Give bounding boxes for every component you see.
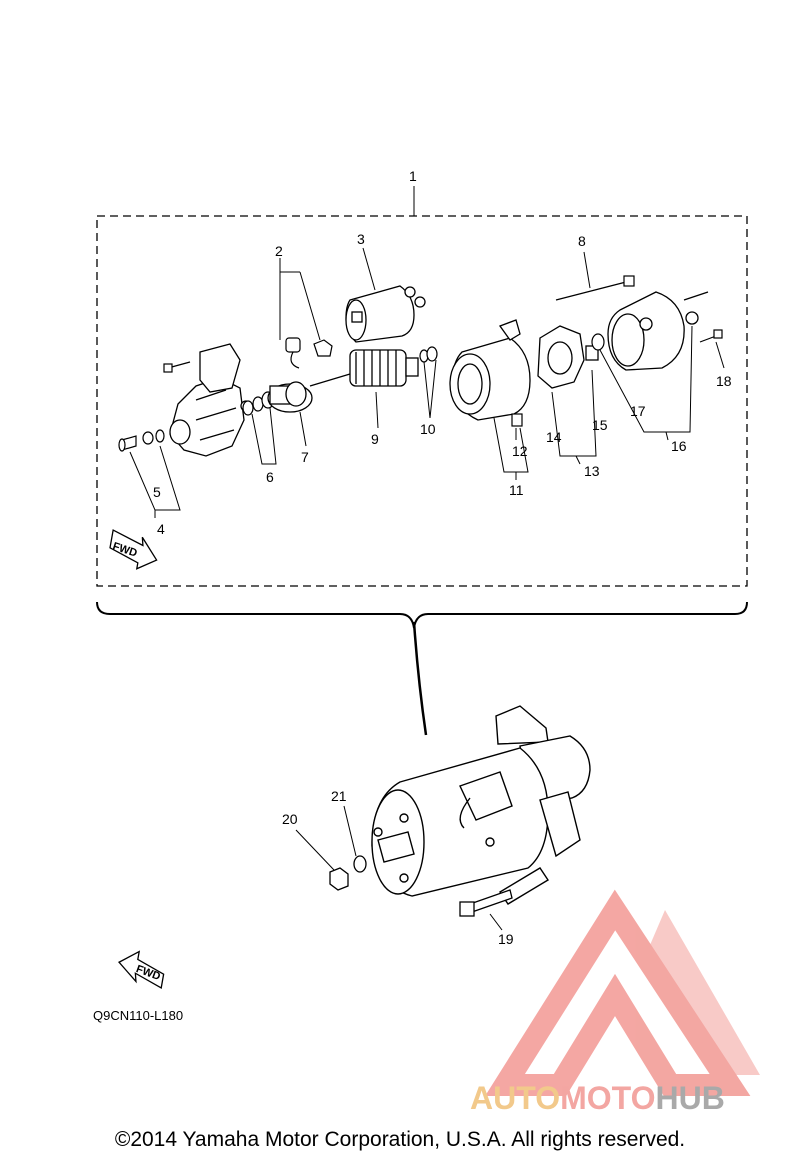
part-front-housing xyxy=(169,343,252,457)
part-9-armature xyxy=(309,349,419,387)
assembly-bracket xyxy=(96,601,748,629)
part-21-washer xyxy=(353,855,367,873)
part-2-brush-set xyxy=(285,337,333,369)
callout-7: 7 xyxy=(301,449,309,465)
callout-18: 18 xyxy=(716,373,732,389)
callout-5: 5 xyxy=(153,484,161,500)
callout-20: 20 xyxy=(282,811,298,827)
part-13-brush-holder xyxy=(537,325,599,389)
part-18-screw xyxy=(699,329,723,343)
callout-11: 11 xyxy=(509,482,524,498)
part-19-bolt xyxy=(459,889,513,917)
callout-15: 15 xyxy=(592,417,608,433)
part-bolt-small xyxy=(163,361,191,373)
part-7-pinion-gear xyxy=(267,381,313,413)
callout-2: 2 xyxy=(275,243,283,259)
callout-12: 12 xyxy=(512,443,528,459)
callout-8: 8 xyxy=(578,233,586,249)
callout-1: 1 xyxy=(409,168,417,184)
callout-10: 10 xyxy=(420,421,436,437)
callout-14: 14 xyxy=(546,429,562,445)
watermark-logo xyxy=(485,889,760,1096)
callout-3: 3 xyxy=(357,231,365,247)
callout-17: 17 xyxy=(630,403,646,419)
watermark-brand: AUTOMOTOHUB xyxy=(470,1080,725,1117)
callout-9: 9 xyxy=(371,431,379,447)
callout-6: 6 xyxy=(266,469,274,485)
part-10-washers xyxy=(419,346,438,363)
part-12-brush xyxy=(511,413,523,427)
fwd-arrow-bottom: FWD xyxy=(117,950,165,989)
fwd-arrow-top: FWD xyxy=(109,529,158,570)
diagram-code: Q9CN110-L180 xyxy=(93,1008,184,1023)
callout-19: 19 xyxy=(498,931,514,947)
watermark-part-moto: MOTO xyxy=(560,1080,656,1116)
part-17-bearing xyxy=(591,333,605,351)
part-3-solenoid xyxy=(345,285,426,343)
callout-4: 4 xyxy=(157,521,165,537)
watermark-part-auto: AUTO xyxy=(470,1080,561,1116)
part-20-nut xyxy=(329,867,349,891)
part-11-yoke xyxy=(449,319,531,421)
callout-13: 13 xyxy=(584,463,600,479)
copyright-footer: ©2014 Yamaha Motor Corporation, U.S.A. A… xyxy=(114,1128,686,1151)
callout-21: 21 xyxy=(331,788,347,804)
callout-16: 16 xyxy=(671,438,687,454)
assembly-box xyxy=(96,215,748,587)
watermark-part-hub: HUB xyxy=(655,1080,725,1116)
part-8-through-bolt xyxy=(555,275,635,301)
starter-motor-assembled xyxy=(371,705,591,905)
part-5-bushing xyxy=(118,429,165,452)
part-16-rear-cover xyxy=(607,291,709,371)
